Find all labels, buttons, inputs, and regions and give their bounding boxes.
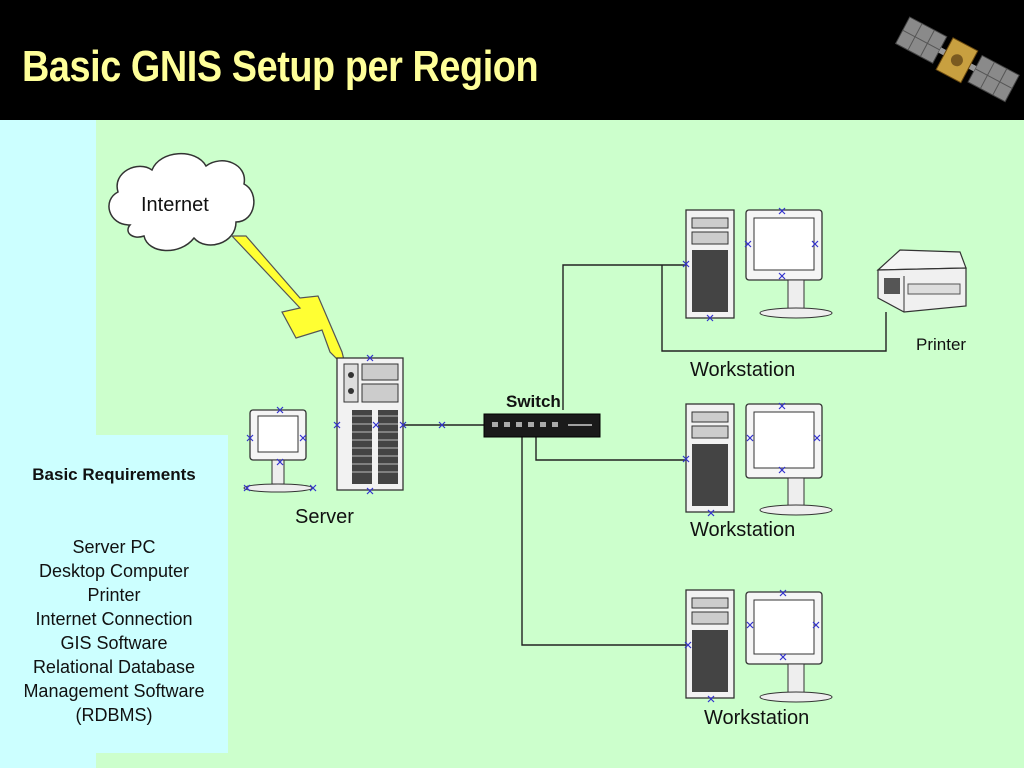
workstation-label-2: Workstation: [690, 519, 796, 541]
list-item: Server PC: [72, 537, 156, 557]
cloud-icon: [108, 152, 255, 252]
monitor-icon: [243, 409, 313, 493]
monitor-icon: [745, 591, 833, 703]
printer-icon: [876, 249, 967, 313]
workstation-tower-icon: [685, 209, 735, 319]
lightning-icon: [230, 235, 348, 370]
slide-header: Basic GNIS Setup per Region: [0, 0, 1024, 120]
server-label: Server: [295, 506, 354, 528]
requirements-panel: Basic Requirements Server PC Desktop Com…: [0, 435, 228, 753]
workstation-tower-icon: [685, 403, 735, 513]
monitor-icon: [745, 209, 833, 319]
switch-icon: [483, 413, 601, 438]
list-item: Management Software: [23, 681, 205, 701]
workstation-label-3: Workstation: [704, 707, 810, 729]
internet-label: Internet: [141, 194, 209, 216]
list-item: Internet Connection: [35, 609, 193, 629]
workstation-tower-icon: [685, 589, 735, 699]
list-item: Desktop Computer: [38, 561, 190, 581]
requirements-heading: Basic Requirements: [32, 465, 196, 484]
printer-label: Printer: [916, 335, 967, 354]
server-icon: [336, 357, 404, 491]
network-diagram: [108, 152, 967, 703]
workstation-label-1: Workstation: [690, 359, 796, 381]
connection-lines: [404, 264, 887, 646]
monitor-icon: [745, 403, 833, 516]
requirements-list: Server PC Desktop Computer Printer Inter…: [0, 535, 228, 727]
list-item: Printer: [87, 585, 141, 605]
list-item: GIS Software: [60, 633, 168, 653]
switch-label: Switch: [506, 392, 561, 411]
list-item: (RDBMS): [75, 705, 153, 725]
satellite-icon: [894, 16, 1020, 103]
slide-title: Basic GNIS Setup per Region: [22, 42, 539, 91]
list-item: Relational Database: [32, 657, 196, 677]
